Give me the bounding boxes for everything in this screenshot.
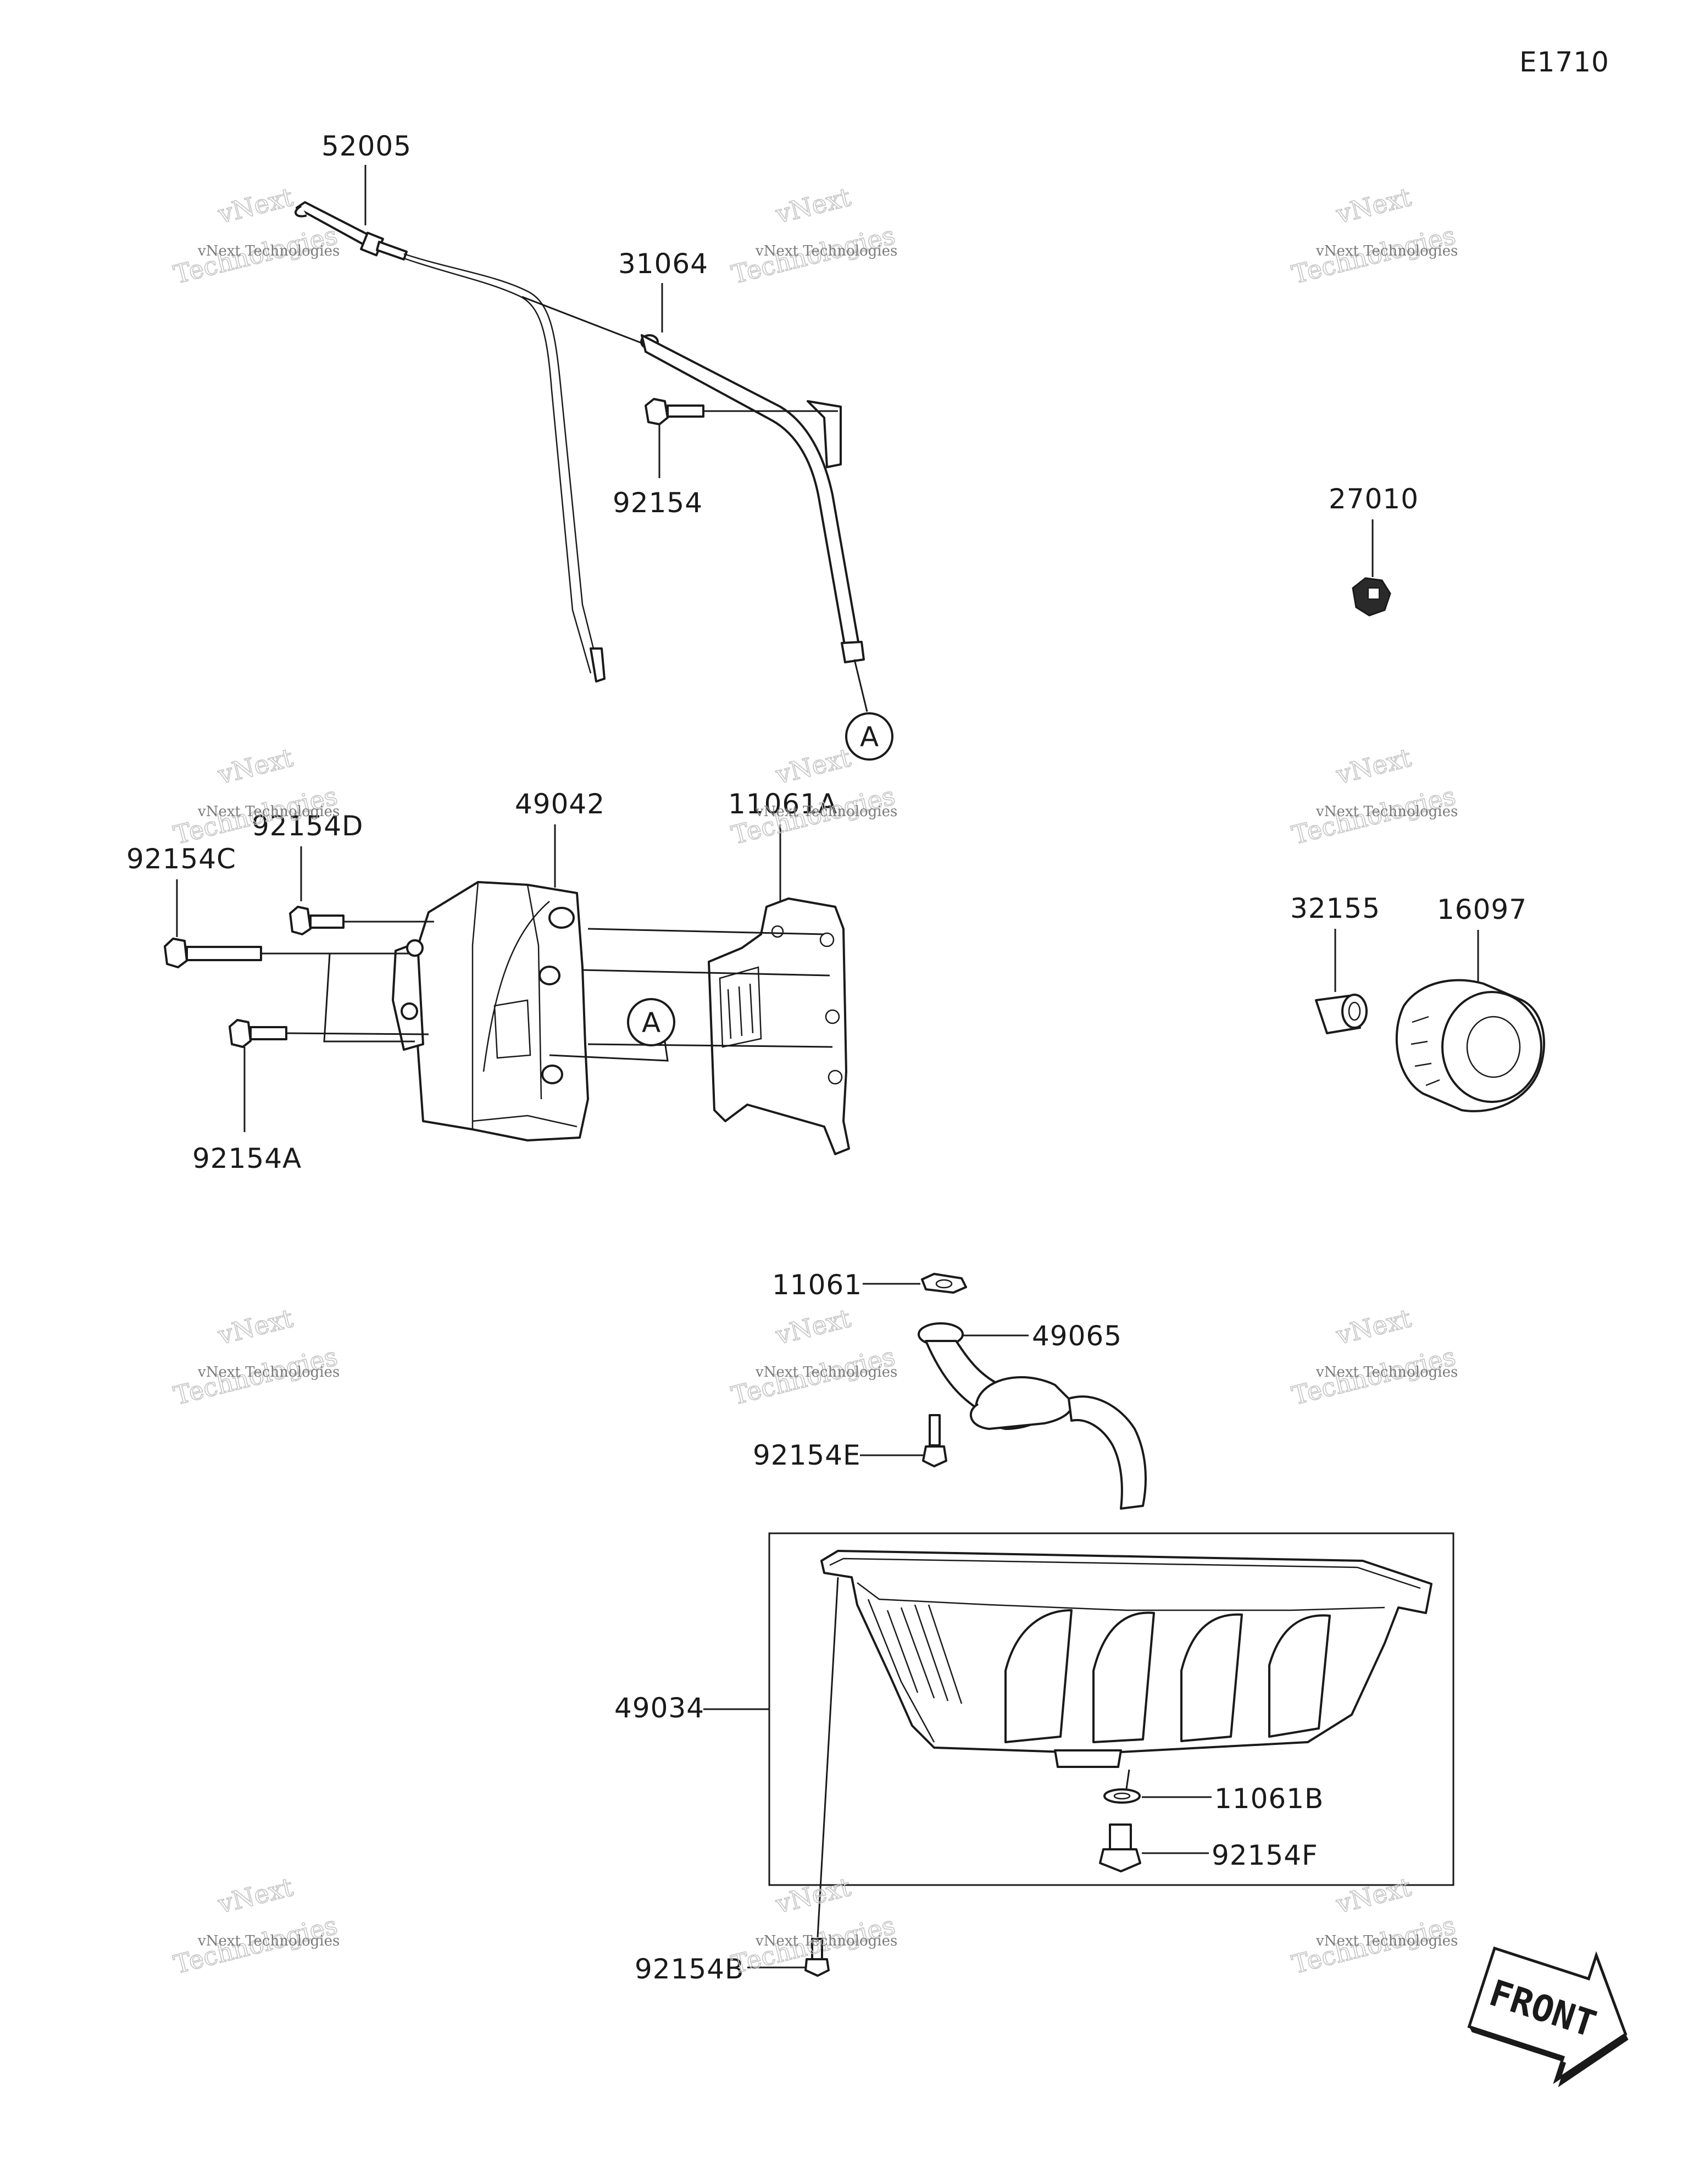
watermark-text: vNext Technologies: [755, 1933, 897, 1949]
label-92154B[interactable]: 92154B: [635, 1953, 744, 1985]
plug-27010[interactable]: [1352, 577, 1391, 617]
label-92154A[interactable]: 92154A: [192, 1143, 302, 1174]
watermark-brand-outline: vNext: [215, 1303, 296, 1350]
label-31064[interactable]: 31064: [618, 248, 708, 280]
diagram-code: E1710: [1519, 46, 1609, 78]
bolt-92154A[interactable]: [229, 1019, 287, 1048]
oil-strainer-49065[interactable]: [918, 1322, 1147, 1510]
watermark-brand-outline: vNext: [773, 1303, 854, 1350]
oil-pump-housing-49042[interactable]: [392, 881, 589, 1141]
watermark-text: vNext Technologies: [197, 1933, 340, 1949]
oil-pan-49034[interactable]: [820, 1550, 1432, 1768]
bolt-92154D[interactable]: [289, 906, 345, 935]
leader-washer-to-pan: [1125, 1769, 1130, 1789]
ref-marker-a-lower-text: A: [642, 1007, 661, 1039]
label-92154[interactable]: 92154: [613, 487, 703, 519]
label-27010[interactable]: 27010: [1329, 483, 1419, 515]
watermark-text: vNext Technologies: [755, 803, 897, 820]
watermark-text: vNext Technologies: [1315, 1933, 1458, 1949]
ref-marker-a-upper-text: A: [860, 721, 879, 753]
leader-ref-a-upper: [853, 659, 868, 712]
leader-bolt-92154A-to-housing: [286, 1032, 429, 1035]
plug-92154F[interactable]: [1099, 1823, 1141, 1872]
watermark-text: vNext Technologies: [197, 803, 340, 820]
washer-11061B[interactable]: [1103, 1788, 1141, 1804]
oil-filter-16097[interactable]: [1395, 979, 1545, 1112]
leader-dipstick-to-tube: [521, 296, 643, 345]
watermark-brand-outline: vNext: [773, 182, 854, 229]
leader-housing-to-gasket-low: [587, 1043, 833, 1048]
ref-marker-a-lower: [627, 998, 675, 1046]
label-16097[interactable]: 16097: [1437, 894, 1527, 925]
bolt-92154B[interactable]: [804, 1938, 830, 1977]
nipple-32155[interactable]: [1315, 994, 1368, 1034]
watermark-text: vNext Technologies: [197, 243, 340, 259]
watermark-brand-outline: vNext: [215, 1872, 296, 1919]
leader-92154B-to-pan: [817, 1577, 839, 1938]
watermark-text: vNext Technologies: [1315, 803, 1458, 820]
label-11061B[interactable]: 11061B: [1214, 1783, 1324, 1815]
label-49034[interactable]: 49034: [614, 1692, 704, 1724]
watermark-brand-outline: vNext: [215, 742, 296, 790]
label-11061[interactable]: 11061: [772, 1269, 862, 1301]
gasket-11061A[interactable]: [708, 897, 850, 1155]
watermark-text: vNext Technologies: [755, 243, 897, 259]
watermark-text: vNext Technologies: [1315, 1364, 1458, 1381]
label-92154E[interactable]: 92154E: [753, 1439, 861, 1471]
gasket-11061[interactable]: [921, 1273, 967, 1294]
label-92154F[interactable]: 92154F: [1212, 1839, 1318, 1871]
label-92154C[interactable]: 92154C: [126, 843, 236, 875]
leader-housing-to-gasket-top: [587, 928, 825, 935]
watermark-brand-outline: vNext: [773, 742, 854, 790]
ref-marker-a-upper: [845, 712, 893, 761]
label-32155[interactable]: 32155: [1290, 893, 1380, 924]
watermark-brand-outline: vNext: [1333, 1303, 1414, 1350]
watermark-brand-outline: vNext: [215, 182, 296, 229]
dipstick-52005[interactable]: [295, 201, 606, 683]
watermark-brand-outline: vNext: [773, 1872, 854, 1919]
label-92154D[interactable]: 92154D: [252, 810, 364, 842]
bolt-92154C[interactable]: [164, 938, 262, 968]
watermark-brand-outline: vNext: [1333, 182, 1414, 229]
watermark-text: vNext Technologies: [755, 1364, 897, 1381]
leader-92154C-bracket: [323, 953, 415, 1043]
leader-ref-a-lower: [549, 1041, 669, 1062]
label-49065[interactable]: 49065: [1032, 1320, 1122, 1352]
bolt-92154[interactable]: [645, 398, 704, 425]
label-49042[interactable]: 49042: [515, 788, 605, 820]
watermark-brand-outline: vNext: [1333, 742, 1414, 790]
leader-housing-to-gasket-mid: [582, 969, 830, 977]
watermark-text: vNext Technologies: [1315, 243, 1458, 259]
label-11061A[interactable]: 11061A: [728, 788, 837, 820]
label-52005[interactable]: 52005: [321, 130, 412, 162]
bolt-92154E[interactable]: [922, 1414, 947, 1467]
gauge-tube-31064[interactable]: [640, 334, 865, 663]
watermark-text: vNext Technologies: [197, 1364, 340, 1381]
watermark-brand-outline: vNext: [1333, 1872, 1414, 1919]
front-arrow: FRONT: [1467, 1946, 1629, 2088]
